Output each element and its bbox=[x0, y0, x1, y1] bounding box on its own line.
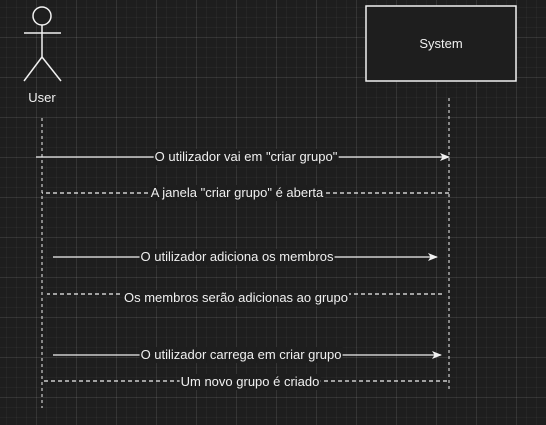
user-actor-icon[interactable] bbox=[23, 6, 62, 82]
message-label-1: O utilizador vai em "criar grupo" bbox=[153, 149, 339, 165]
system-label: System bbox=[419, 36, 463, 51]
actor-label: User bbox=[28, 90, 56, 105]
system-box[interactable] bbox=[365, 5, 517, 82]
message-label-6: Um novo grupo é criado bbox=[179, 374, 321, 390]
message-label-2: A janela "criar grupo" é aberta bbox=[149, 185, 325, 201]
message-label-3: O utilizador adiciona os membros bbox=[139, 249, 335, 265]
message-label-4: Os membros serão adicionas ao grupo bbox=[122, 290, 350, 306]
message-label-5: O utilizador carrega em criar grupo bbox=[139, 347, 343, 363]
